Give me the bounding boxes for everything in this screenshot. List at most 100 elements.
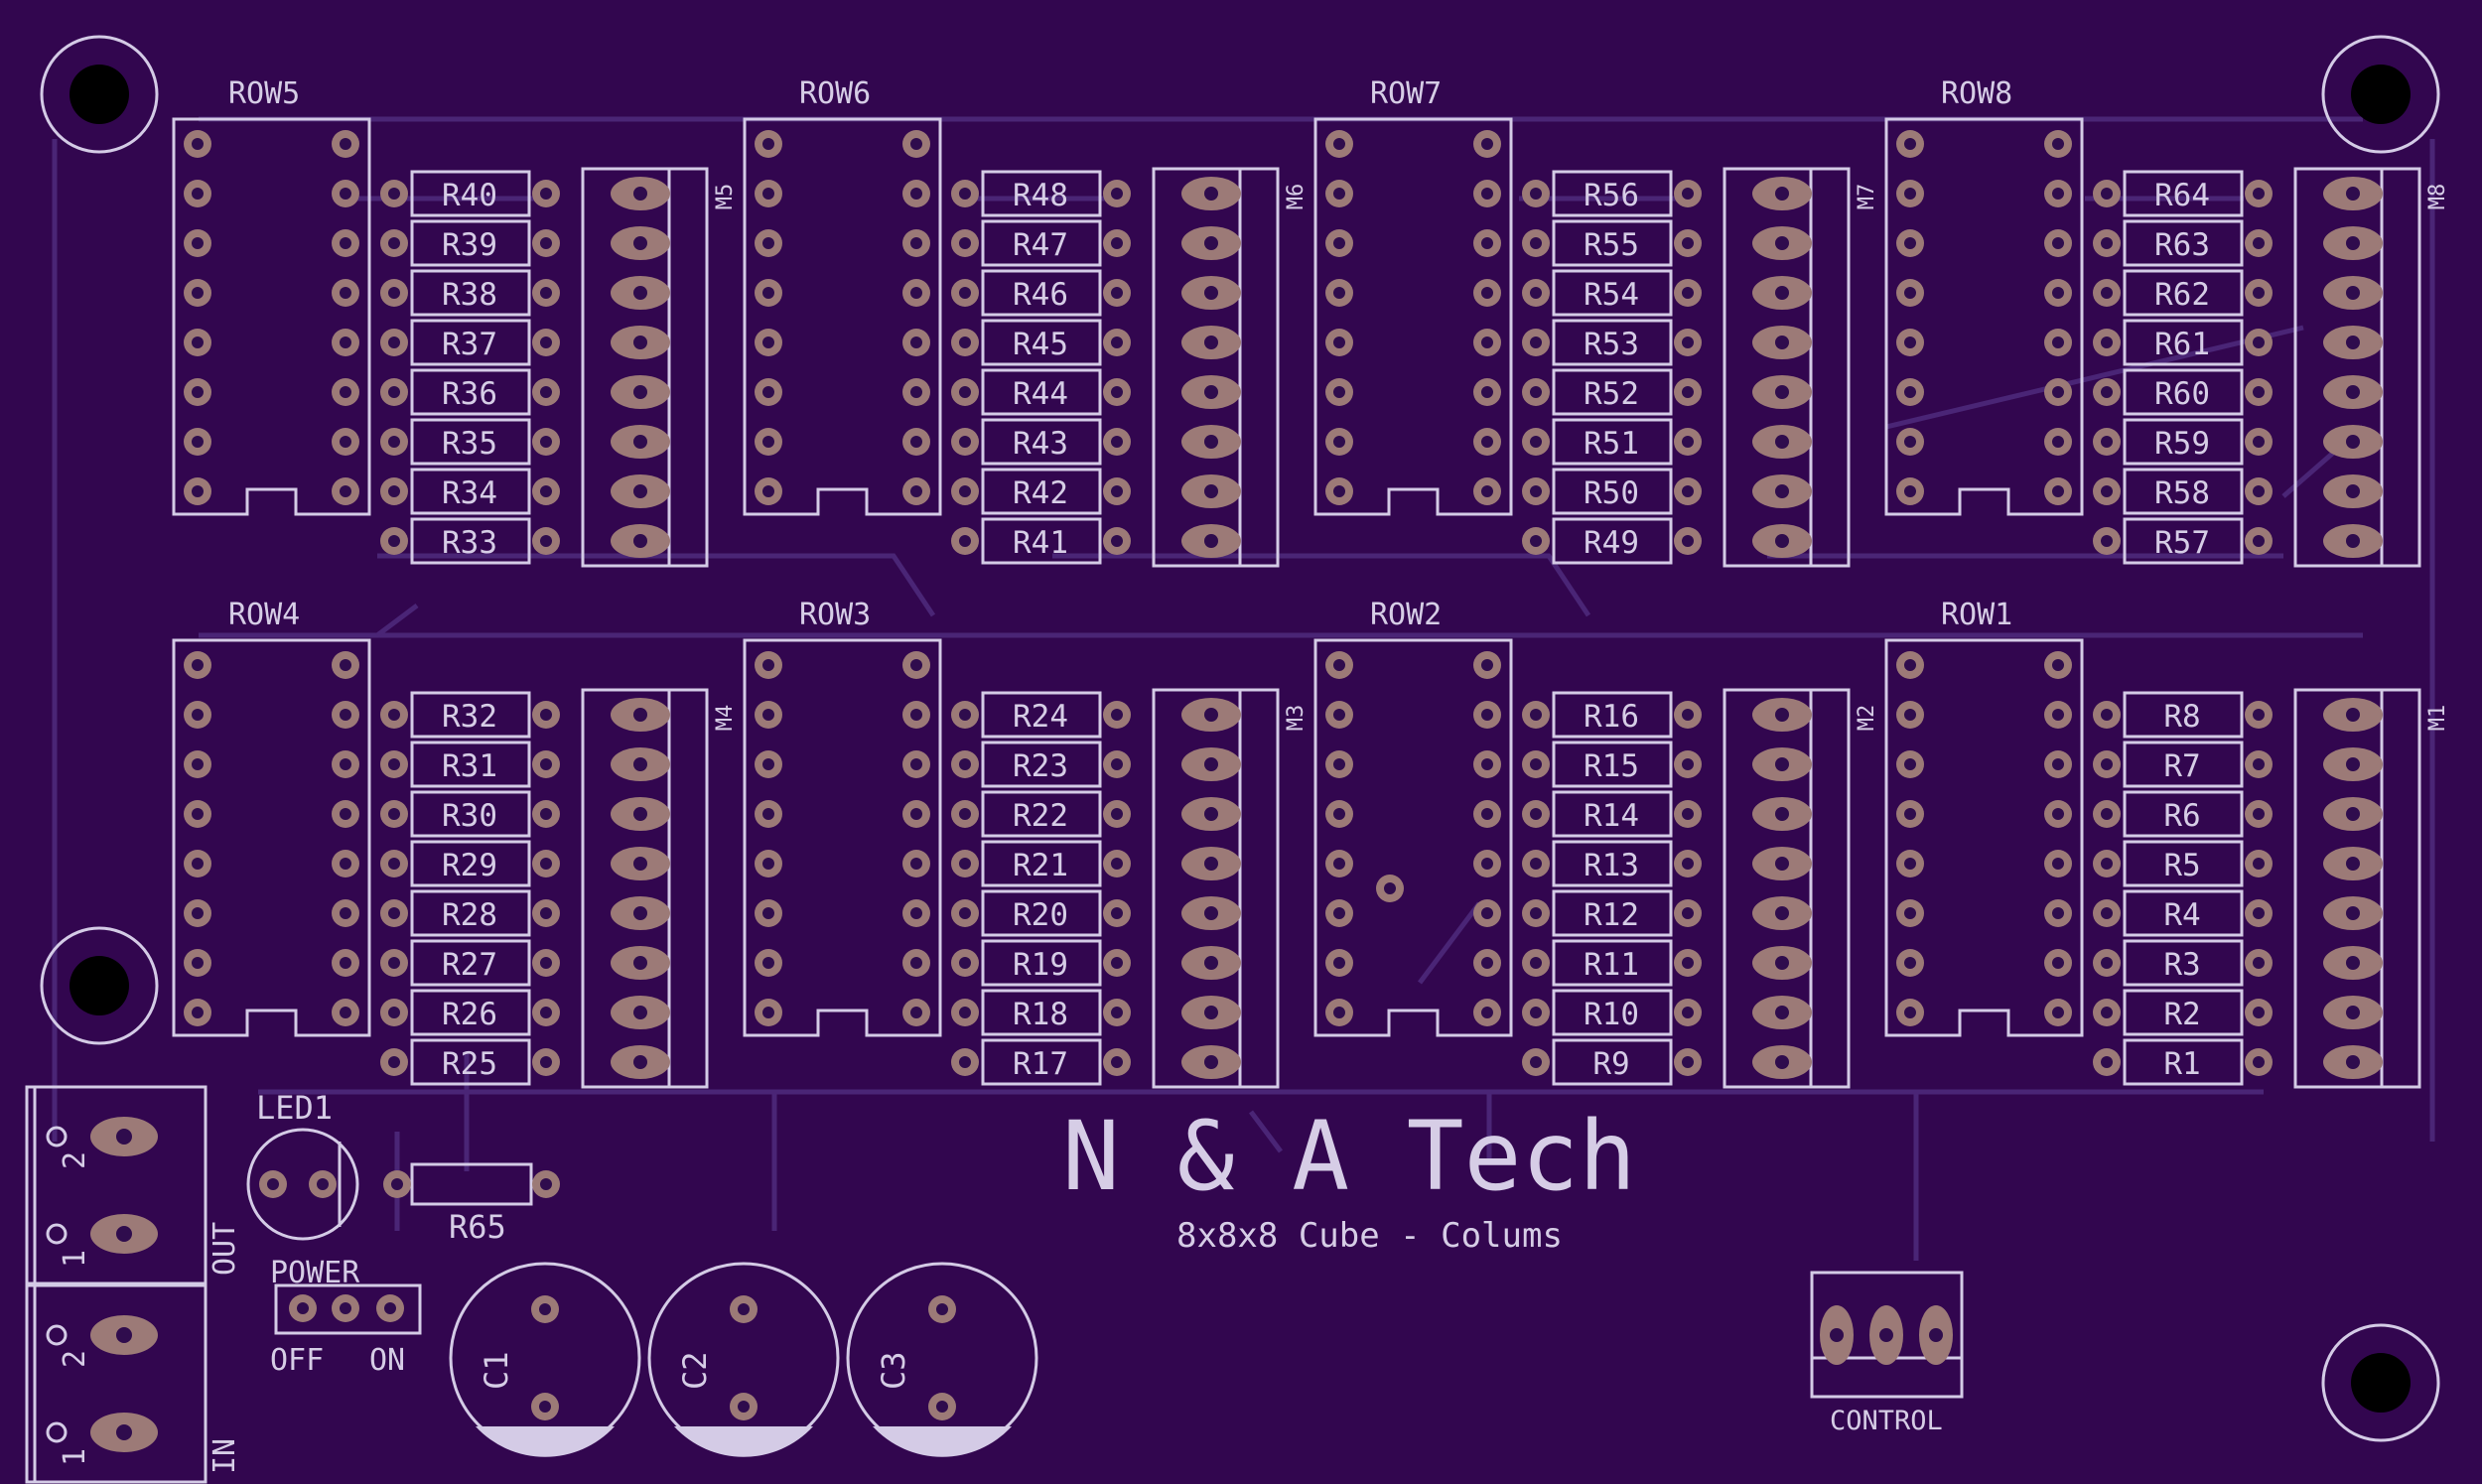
pad-drill (1481, 485, 1493, 497)
ic-pin (1325, 428, 1353, 456)
resistor (1522, 1038, 1702, 1086)
resistor (951, 219, 1131, 267)
header-pin (2323, 375, 2383, 409)
ic-pin (902, 750, 930, 778)
resistor-pad (1522, 428, 1550, 456)
ic-pin (184, 229, 211, 257)
pad-drill (1904, 485, 1916, 497)
pad-drill (192, 858, 204, 870)
pad-drill (910, 758, 922, 770)
resistor (2093, 219, 2273, 267)
pad-drill (2101, 436, 2113, 448)
pad-drill (340, 709, 351, 721)
resistor-outline (2123, 170, 2244, 217)
pad-drill (1682, 1056, 1694, 1068)
pad-drill (540, 1056, 552, 1068)
pad-drill (1204, 906, 1218, 920)
pad-drill (2253, 337, 2265, 348)
resistor-pad (1103, 428, 1131, 456)
pad-drill (2346, 187, 2360, 201)
pad-drill (1775, 385, 1789, 399)
ic-pin (1896, 999, 1924, 1026)
resistor-label: R29 (442, 848, 497, 883)
pad-drill (2052, 386, 2064, 398)
pad-drill (2346, 708, 2360, 722)
resistor-outline (981, 1038, 1102, 1086)
resistor-outline (410, 269, 531, 317)
resistor-pad (2245, 477, 2273, 505)
pad-drill (1204, 484, 1218, 498)
header-pin (611, 177, 670, 210)
resistor (380, 691, 560, 739)
pad-drill (762, 485, 774, 497)
pad-drill (539, 1303, 551, 1315)
pad-drill (2101, 237, 2113, 249)
resistor-outline (2123, 989, 2244, 1036)
resistor (1522, 889, 1702, 937)
resistor-pad (2245, 949, 2273, 977)
ic-outline (172, 638, 371, 1037)
control-label: CONTROL (1830, 1406, 1943, 1436)
resistor-outline (2123, 1038, 2244, 1086)
ic-pin (2044, 130, 2072, 158)
pad-drill (192, 436, 204, 448)
pad-drill (1530, 758, 1542, 770)
pad-drill (1111, 907, 1123, 919)
ic-pin (184, 279, 211, 307)
pad-drill (1904, 957, 1916, 969)
pad-drill (2052, 436, 2064, 448)
pad-drill (2253, 386, 2265, 398)
resistor-pad (380, 428, 408, 456)
pad-drill (1204, 435, 1218, 449)
pad-drill (633, 906, 647, 920)
header-pin (2323, 946, 2383, 980)
pad-drill (340, 138, 351, 150)
resistor-label: R42 (1013, 475, 1068, 511)
pad-drill (959, 758, 971, 770)
ic-pin (1896, 949, 1924, 977)
ic-pin (332, 949, 359, 977)
pad-drill (633, 857, 647, 871)
ic-pin (1896, 899, 1924, 927)
pad-drill (1682, 337, 1694, 348)
resistor (1522, 319, 1702, 366)
pad-drill (340, 808, 351, 820)
resistor-pad (2245, 999, 2273, 1026)
pad-drill (340, 758, 351, 770)
pad-drill (540, 1007, 552, 1018)
pad-drill (910, 337, 922, 348)
resistor-label: R25 (442, 1046, 497, 1082)
resistor-outline (410, 468, 531, 515)
pad-drill (633, 956, 647, 970)
resistor-label: R10 (1584, 997, 1639, 1032)
terminal-pin-number: 1 (58, 1448, 92, 1466)
resistor-pad (2245, 899, 2273, 927)
pad-drill (2346, 807, 2360, 821)
resistor (951, 691, 1131, 739)
trace (377, 553, 936, 617)
pad-drill (1775, 236, 1789, 250)
pad-drill (1111, 337, 1123, 348)
resistor-pad (1674, 229, 1702, 257)
resistor-label: R19 (1013, 947, 1068, 983)
resistor-label: R44 (1013, 376, 1068, 412)
header-outline (581, 688, 709, 1089)
pad-drill (1333, 659, 1345, 671)
resistor-label: R47 (1013, 227, 1068, 263)
copper-traces (52, 116, 2435, 1261)
module-label: M8 (2425, 184, 2450, 210)
resistor-pad (1674, 800, 1702, 828)
pad-drill (1904, 858, 1916, 870)
resistor-pad (1103, 701, 1131, 729)
resistor-outline (2123, 368, 2244, 416)
ic-pin (1896, 651, 1924, 679)
resistor-pad (1522, 999, 1550, 1026)
resistor-pad (2093, 279, 2121, 307)
resistor-pad (1674, 850, 1702, 877)
capacitor-pad (928, 1393, 956, 1420)
mounting-hole (40, 926, 159, 1045)
ic-pin (1896, 130, 1924, 158)
ic-pin (2044, 428, 2072, 456)
pad-drill (2101, 287, 2113, 299)
ic-pin (1473, 800, 1501, 828)
